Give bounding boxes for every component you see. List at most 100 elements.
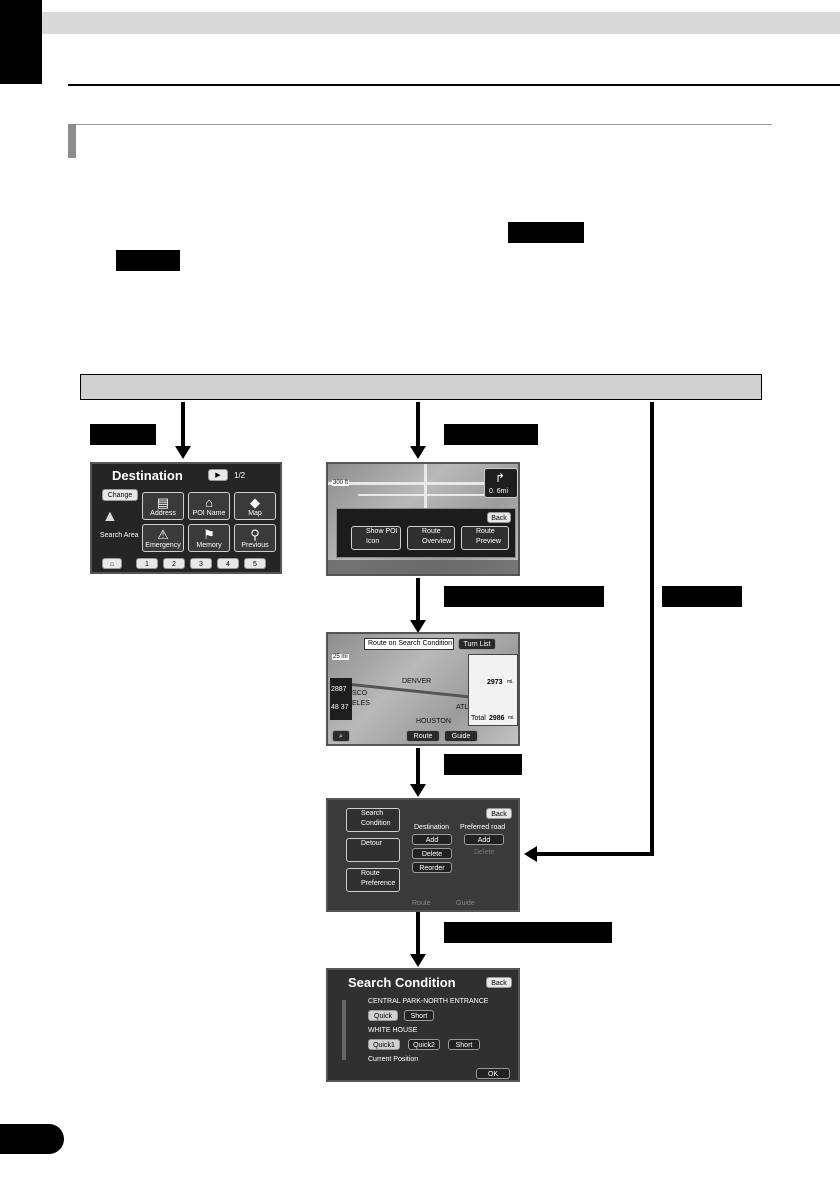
- turn-right-arrow-icon: ↱: [495, 471, 506, 485]
- redacted-step-menu: [444, 754, 522, 775]
- add-destination-button[interactable]: Add: [412, 834, 452, 845]
- turn-indicator: ↱ 0. 6mi: [484, 468, 518, 498]
- search-condition-button[interactable]: Search Condition: [346, 808, 400, 832]
- route-menu-screen: Back Search Condition Detour Route Prefe…: [326, 798, 520, 912]
- map-scale: 300 ft: [332, 480, 350, 486]
- route-button[interactable]: Route: [406, 730, 440, 742]
- arrow-line-center-2: [416, 578, 420, 620]
- city-label: ATL: [456, 704, 469, 711]
- stop-1-quick-button[interactable]: Quick: [368, 1010, 398, 1021]
- arrow-line-left: [181, 402, 185, 446]
- reorder-button[interactable]: Reorder: [412, 862, 452, 873]
- header-band: [42, 12, 840, 34]
- map-options-panel: Back Show POI Icon Route Overview Route …: [336, 508, 516, 558]
- compass-icon: ◆: [250, 495, 260, 510]
- preset-4-button[interactable]: 4: [217, 558, 239, 569]
- preset-1-button[interactable]: 1: [136, 558, 158, 569]
- route-order-line: [342, 1000, 346, 1060]
- route-overview-screen: Route on Search Condition Turn List 25 m…: [326, 632, 520, 746]
- preset-2-button[interactable]: 2: [163, 558, 185, 569]
- search-back-button[interactable]: Back: [486, 977, 512, 988]
- stop-2-quick1-button[interactable]: Quick1: [368, 1039, 400, 1050]
- overview-title-bar: Route on Search Condition: [364, 638, 454, 650]
- turn-list-button[interactable]: Turn List: [458, 638, 496, 650]
- route-menu-back-button[interactable]: Back: [486, 808, 512, 819]
- footer-route-label: Route: [412, 900, 431, 907]
- map-road: [424, 464, 427, 512]
- arrowhead-right-into-menu: [524, 846, 537, 862]
- city-label: HOUSTON: [416, 718, 451, 725]
- delete-destination-button[interactable]: Delete: [412, 848, 452, 859]
- route-preference-button[interactable]: Route Preference: [346, 868, 400, 892]
- zoom-icon[interactable]: ⌕: [332, 730, 350, 742]
- dimmed-footer: [328, 560, 518, 574]
- total-distance-unit: mi.: [508, 715, 515, 721]
- map-tile[interactable]: ◆Map: [234, 492, 276, 520]
- distance-panel: 2973 mi. Total 2986 mi.: [468, 654, 518, 726]
- memory-tile[interactable]: ⚑Memory: [188, 524, 230, 552]
- emergency-tile[interactable]: ⚠Emergency: [142, 524, 184, 552]
- arrowhead-center-2: [410, 620, 426, 633]
- add-road-button[interactable]: Add: [464, 834, 504, 845]
- city-label: SCO: [352, 690, 368, 697]
- redacted-step-search: [444, 922, 612, 943]
- ok-button[interactable]: OK: [476, 1068, 510, 1079]
- arrowhead-left: [175, 446, 191, 459]
- total-distance: 2986: [489, 715, 505, 722]
- destination-label: Destination: [414, 824, 450, 831]
- guide-button[interactable]: Guide: [444, 730, 478, 742]
- destination-title: Destination: [112, 468, 183, 483]
- route-line: [348, 682, 488, 701]
- route-overview-button[interactable]: Route Overview: [407, 526, 455, 550]
- address-icon: ▤: [156, 495, 170, 510]
- city-label: DENVER: [402, 678, 432, 685]
- arrow-line-right-vertical: [650, 402, 654, 856]
- address-tile[interactable]: ▤Address: [142, 492, 184, 520]
- flow-header-bar: [80, 374, 762, 400]
- stop-2-name: WHITE HOUSE: [368, 1027, 418, 1034]
- redacted-step-overview: [444, 586, 604, 607]
- arrowhead-center-1: [410, 446, 426, 459]
- overview-title: Route on Search Condition: [368, 640, 453, 647]
- poi-building-icon: ⌂: [205, 495, 213, 510]
- arrow-line-right-horizontal: [536, 852, 654, 856]
- arrow-line-center-3: [416, 748, 420, 784]
- search-condition-title: Search Condition: [348, 975, 456, 990]
- section-heading-bar: [68, 124, 772, 158]
- change-button[interactable]: Change: [102, 489, 138, 501]
- redacted-step-route: [662, 586, 742, 607]
- arrow-line-center-4: [416, 912, 420, 954]
- stop-1-short-button[interactable]: Short: [404, 1010, 434, 1021]
- left-readout-panel: 2887 48 37: [330, 678, 352, 720]
- stop-2-quick2-button[interactable]: Quick2: [408, 1039, 440, 1050]
- page-indicator: 1/2: [234, 471, 246, 480]
- previous-pin-icon: ⚲: [250, 527, 260, 542]
- city-label: ELES: [352, 700, 370, 707]
- back-button[interactable]: Back: [487, 512, 511, 523]
- header-rule: [68, 84, 840, 86]
- stop-2-short-button[interactable]: Short: [448, 1039, 480, 1050]
- left-readout-2: 48 37: [331, 704, 349, 711]
- footer-guide-label: Guide: [456, 900, 475, 907]
- preset-5-button[interactable]: 5: [244, 558, 266, 569]
- route-preview-button[interactable]: Route Preview: [461, 526, 509, 550]
- page-corner-tab: [0, 0, 42, 84]
- delete-road-disabled: Delete: [474, 849, 495, 856]
- redacted-step-destination: [90, 424, 156, 445]
- next-page-button[interactable]: ▶: [208, 469, 228, 481]
- redacted-label-1: [508, 222, 584, 243]
- show-poi-icon-button[interactable]: Show POI Icon: [351, 526, 401, 550]
- preset-3-button[interactable]: 3: [190, 558, 212, 569]
- destination-screen: Destination ▶ 1/2 Change ▲ Search Area ▤…: [90, 462, 282, 574]
- poi-name-tile[interactable]: ⌂POI Name: [188, 492, 230, 520]
- detour-button[interactable]: Detour: [346, 838, 400, 862]
- leg-distance-unit: mi.: [507, 679, 514, 685]
- previous-tile[interactable]: ⚲Previous: [234, 524, 276, 552]
- map-road: [328, 482, 518, 485]
- map-road: [358, 494, 498, 496]
- total-label: Total: [471, 715, 486, 722]
- home-button[interactable]: ⌂: [102, 558, 122, 569]
- stop-1-name: CENTRAL PARK-NORTH ENTRANCE: [368, 998, 489, 1005]
- arrowhead-center-3: [410, 784, 426, 797]
- warning-icon: ⚠: [157, 527, 169, 542]
